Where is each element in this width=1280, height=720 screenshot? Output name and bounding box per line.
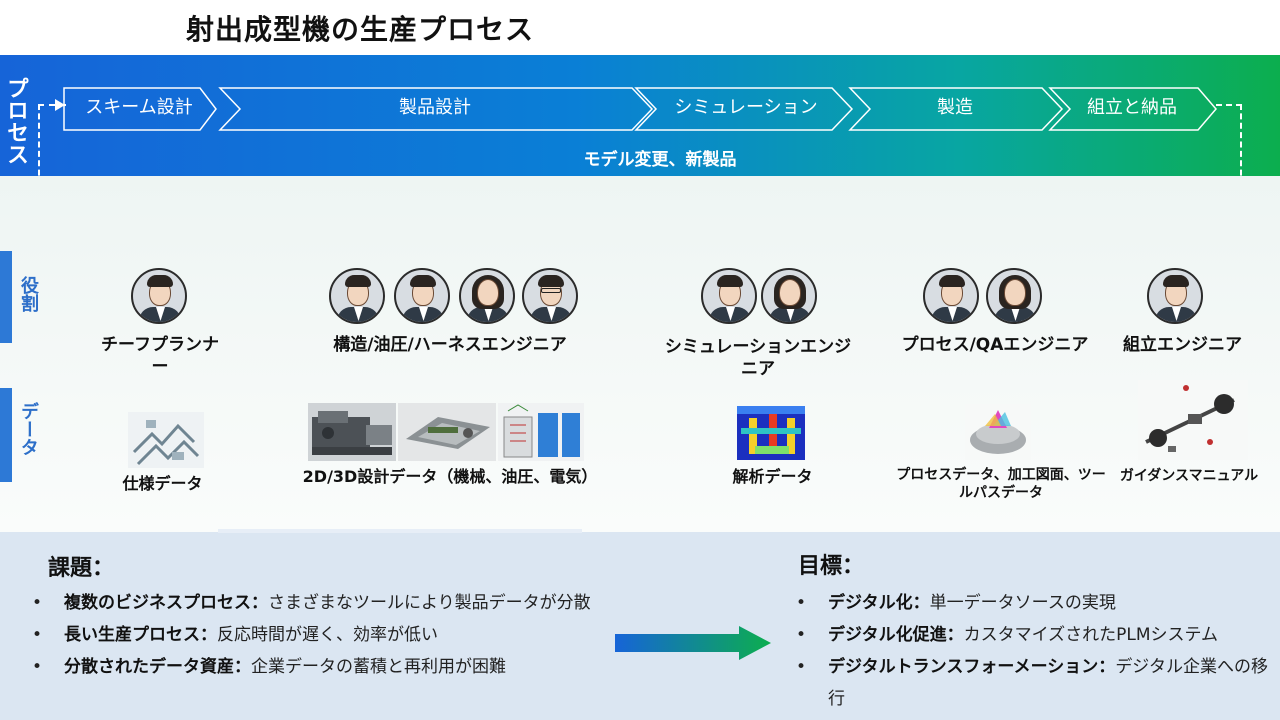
list-item: 複数のビジネスプロセス：さまざまなツールにより製品データが分散 — [32, 587, 632, 619]
avatar — [131, 268, 187, 324]
loop-caption: モデル変更、新製品 — [583, 150, 737, 170]
list-item: デジタル化促進：カスタマイズされたPLMシステム — [796, 619, 1270, 651]
stage-label: 組立と納品 — [1087, 97, 1177, 118]
electrical-diagram-image — [498, 403, 584, 461]
stage-chevron-simulation — [634, 87, 854, 131]
loop-arrow-icon — [55, 99, 65, 111]
data-name: 2D/3D設計データ（機械、油圧、電気） — [302, 467, 598, 486]
process-band: プロセス スキーム設計 製品設計 シミュレーション 製造 組立と納品 モデル変更… — [0, 55, 1280, 185]
analysis-data-image — [737, 406, 805, 460]
avatar — [761, 268, 817, 324]
challenges-title: 課題： — [48, 556, 115, 581]
list-item: 分散されたデータ資産：企業データの蓄積と再利用が困難 — [32, 651, 632, 683]
divider — [218, 529, 582, 533]
role-name: 構造/油圧/ハーネスエンジニア — [333, 335, 567, 355]
avatar — [1147, 268, 1203, 324]
stage-label: スキーム設計 — [85, 97, 193, 118]
data-row-bar — [0, 388, 12, 482]
process-row-label: プロセス — [3, 77, 28, 165]
stage-label: シミュレーション — [674, 97, 818, 118]
list-item: 長い生産プロセス：反応時間が遅く、効率が低い — [32, 619, 632, 651]
guidance-manual-image — [1138, 380, 1248, 460]
role-name: 組立エンジニア — [1123, 335, 1242, 355]
roles-row-label: 役割 — [18, 276, 39, 312]
list-item: デジタルトランスフォーメーション：デジタル企業への移行 — [796, 651, 1270, 715]
stage-chevron-scheme — [63, 87, 217, 131]
avatar — [923, 268, 979, 324]
avatar — [986, 268, 1042, 324]
stage-label: 製造 — [937, 97, 973, 118]
avatar — [522, 268, 578, 324]
content-background — [0, 176, 1280, 532]
stage-chevron-manufacturing — [848, 87, 1064, 131]
roles-row-bar — [0, 251, 12, 343]
data-name: 仕様データ — [122, 474, 203, 493]
avatar — [459, 268, 515, 324]
hydraulic-model-image — [398, 403, 496, 461]
challenges-list: 複数のビジネスプロセス：さまざまなツールにより製品データが分散 長い生産プロセス… — [32, 587, 632, 683]
data-name: 解析データ — [732, 467, 813, 486]
data-row-label: データ — [18, 402, 39, 456]
goals-title: 目標： — [798, 554, 865, 579]
stage-chevrons — [63, 87, 1217, 131]
avatar — [701, 268, 757, 324]
list-item: デジタル化：単一データソースの実現 — [796, 587, 1270, 619]
data-name: ガイダンスマニュアル — [1119, 468, 1259, 484]
avatar — [394, 268, 450, 324]
role-name: シミュレーションエンジニア — [664, 337, 852, 379]
stage-label: 製品設計 — [399, 97, 471, 118]
role-name: プロセス/QAエンジニア — [901, 335, 1089, 355]
process-data-image — [965, 404, 1031, 460]
data-name: プロセスデータ、加工図面、ツールパスデータ — [896, 467, 1106, 501]
stage-chevron-design — [218, 87, 654, 131]
page-title: 射出成型機の生産プロセス — [186, 13, 535, 46]
spec-data-image — [128, 412, 204, 468]
goals-list: デジタル化：単一データソースの実現 デジタル化促進：カスタマイズされたPLMシス… — [796, 587, 1270, 715]
avatar — [329, 268, 385, 324]
machine-model-image — [308, 403, 396, 461]
transition-arrow-icon — [615, 626, 771, 660]
role-name: チーフプランナー — [101, 335, 219, 377]
stage-chevron-assembly — [1048, 87, 1217, 131]
